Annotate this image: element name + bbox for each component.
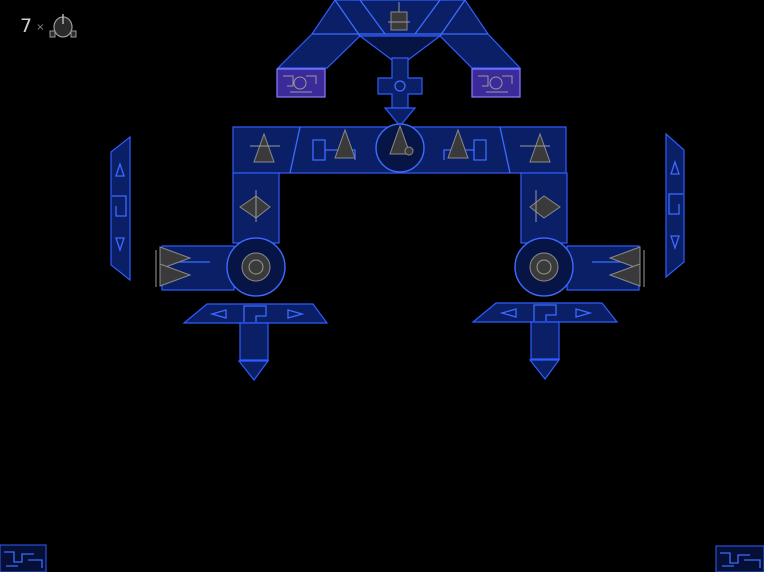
central-spine: [377, 57, 423, 127]
lives-count: 7: [20, 15, 33, 37]
left-wing: [182, 303, 329, 381]
purple-module-right: [471, 68, 521, 98]
left-side-cannon: [155, 246, 192, 287]
multiplier-sign: ×: [36, 21, 45, 33]
corner-panel-left: [0, 544, 47, 572]
right-pylon: [665, 132, 685, 279]
beam-turrets: [250, 124, 551, 163]
left-pylon: [110, 135, 131, 282]
crown-core-turret: [388, 2, 410, 31]
corner-panel-right: [715, 545, 764, 572]
right-wing: [471, 302, 619, 380]
mothership-crown: [276, 0, 522, 69]
right-side-cannon: [608, 246, 645, 287]
left-arm: [161, 172, 286, 297]
lives-counter: 7 ×: [20, 12, 78, 40]
mothership-icon: [49, 14, 77, 38]
purple-module-left: [276, 68, 326, 98]
